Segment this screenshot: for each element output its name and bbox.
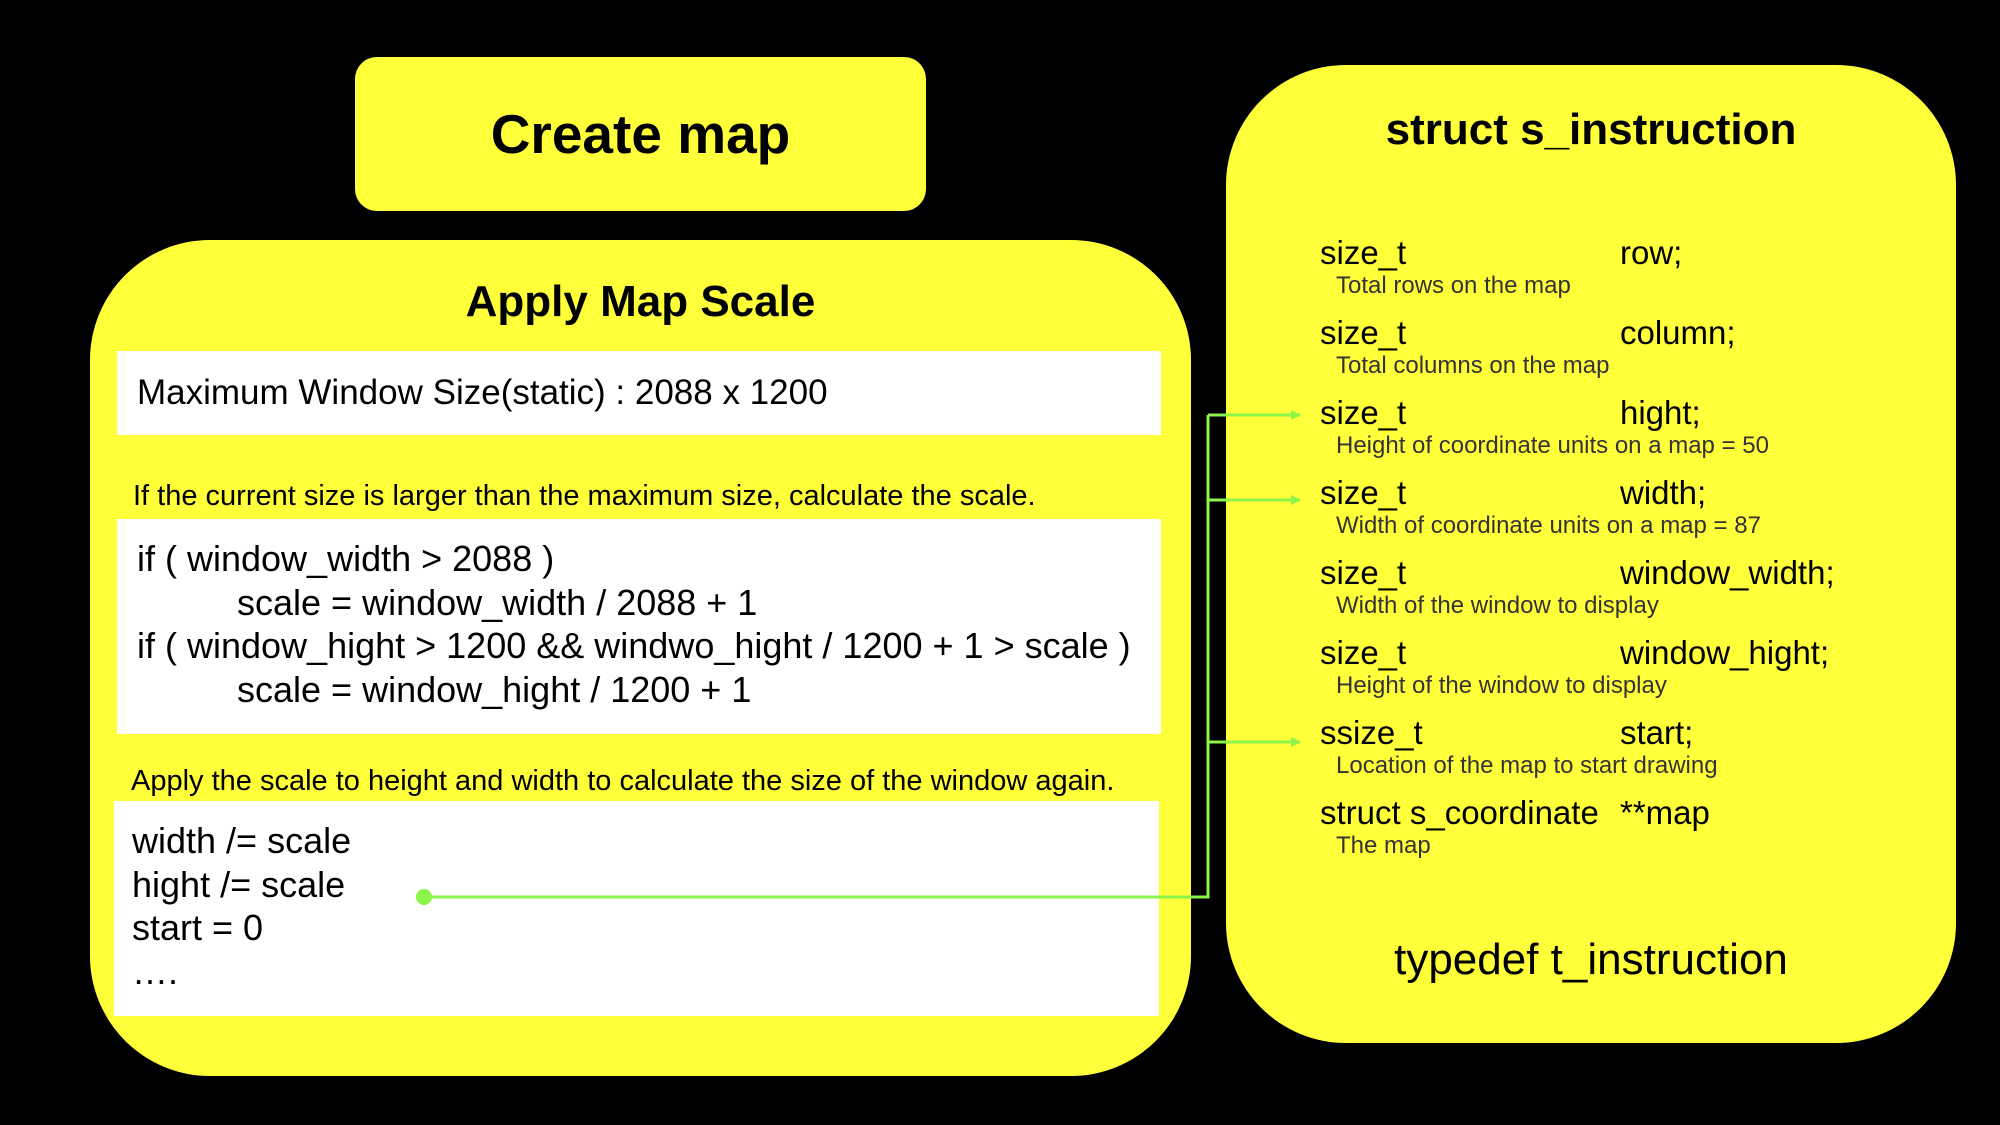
struct-instruction-box: struct s_instruction size_t row; Total r… bbox=[1226, 65, 1956, 1043]
struct-title: struct s_instruction bbox=[1385, 105, 1797, 154]
max-window-size-panel: Maximum Window Size(static) : 2088 x 120… bbox=[117, 351, 1161, 435]
field-type: size_t bbox=[1320, 314, 1407, 351]
field-description: Width of coordinate units on a map = 87 bbox=[1336, 512, 1761, 539]
field-type: struct s_coordinate bbox=[1320, 794, 1599, 831]
connector-trunk bbox=[424, 415, 1210, 899]
field-type: size_t bbox=[1320, 394, 1407, 431]
apply-map-scale-box: Apply Map Scale Maximum Window Size(stat… bbox=[90, 240, 1191, 1076]
field-name: **map bbox=[1620, 794, 1710, 831]
create-map-title-box: Create map bbox=[355, 57, 926, 211]
field-type: size_t bbox=[1320, 554, 1407, 591]
field-name: hight; bbox=[1620, 394, 1701, 431]
field-description: Total rows on the map bbox=[1336, 272, 1571, 299]
apply-line: width /= scale bbox=[132, 820, 352, 861]
field-name: row; bbox=[1620, 234, 1683, 271]
field-description: Width of the window to display bbox=[1336, 592, 1659, 619]
typedef-label: typedef t_instruction bbox=[1394, 935, 1788, 984]
scale-code-panel: if ( window_width > 2088 ) scale = windo… bbox=[117, 519, 1161, 734]
apply-line: …. bbox=[132, 950, 179, 992]
apply-map-scale-title: Apply Map Scale bbox=[465, 277, 816, 326]
field-description: Total columns on the map bbox=[1336, 352, 1610, 379]
field-name: column; bbox=[1620, 314, 1736, 351]
apply-note: Apply the scale to height and width to c… bbox=[131, 765, 1115, 797]
field-type: size_t bbox=[1320, 634, 1407, 671]
field-type: ssize_t bbox=[1320, 714, 1423, 751]
field-name: start; bbox=[1620, 714, 1694, 751]
field-description: Location of the map to start drawing bbox=[1336, 752, 1718, 779]
create-map-title: Create map bbox=[490, 103, 791, 165]
field-description: The map bbox=[1336, 832, 1431, 859]
field-description: Height of coordinate units on a map = 50 bbox=[1336, 432, 1769, 459]
field-name: width; bbox=[1620, 474, 1707, 511]
field-type: size_t bbox=[1320, 234, 1407, 271]
apply-code-panel: width /= scale hight /= scale start = 0 … bbox=[114, 801, 1159, 1016]
code-line: scale = window_width / 2088 + 1 bbox=[237, 581, 758, 623]
field-type: size_t bbox=[1320, 474, 1407, 511]
code-line: scale = window_hight / 1200 + 1 bbox=[237, 668, 752, 710]
apply-line: hight /= scale bbox=[132, 863, 346, 905]
field-name: window_width; bbox=[1620, 554, 1835, 591]
code-line: if ( window_width > 2088 ) bbox=[137, 538, 555, 579]
code-line: if ( window_hight > 1200 && windwo_hight… bbox=[137, 625, 1131, 666]
max-window-size-text: Maximum Window Size(static) : 2088 x 120… bbox=[137, 373, 828, 412]
field-name: window_hight; bbox=[1620, 634, 1830, 671]
condition-note: If the current size is larger than the m… bbox=[133, 480, 1036, 512]
apply-line: start = 0 bbox=[132, 907, 264, 948]
field-description: Height of the window to display bbox=[1336, 672, 1667, 699]
